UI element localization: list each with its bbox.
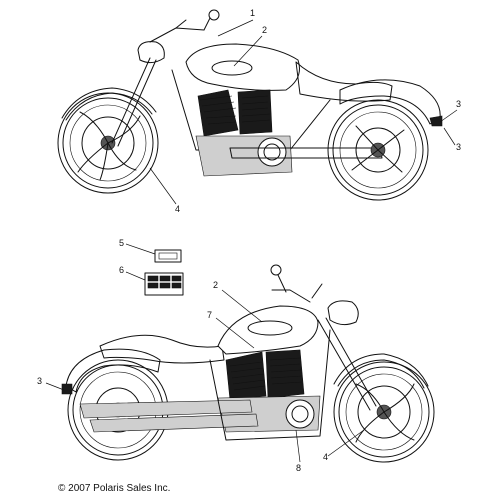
bottom-tail-light	[61, 383, 73, 395]
bottom-handlebar	[271, 283, 323, 303]
copyright-notice: © 2007 Polaris Sales Inc.	[58, 483, 171, 494]
top-front-fork	[111, 57, 157, 147]
callout-6: 6	[119, 265, 124, 275]
top-exhaust	[229, 147, 383, 159]
bottom-callout-7: 7	[207, 310, 212, 320]
top-seat	[295, 61, 393, 102]
top-callout-3a: 3	[456, 99, 461, 109]
bottom-motorcycle-illustration	[45, 264, 435, 463]
top-callout-2: 2	[262, 25, 267, 35]
bottom-headlight	[327, 300, 359, 326]
top-motorcycle-illustration	[57, 9, 458, 205]
bottom-callout-3: 3	[37, 376, 42, 386]
bottom-front-fender	[333, 353, 429, 387]
bottom-fuel-tank	[217, 305, 319, 355]
top-rear-wheel	[327, 99, 429, 201]
bottom-exhaust-lower	[89, 413, 259, 433]
bottom-front-wheel	[333, 361, 435, 463]
bottom-callout-4: 4	[323, 452, 328, 462]
top-callout-1: 1	[250, 8, 255, 18]
bottom-exhaust-upper	[79, 399, 253, 419]
top-handlebar	[149, 19, 205, 43]
top-headlight	[137, 41, 165, 64]
top-callout-3b: 3	[456, 142, 461, 152]
callout-5: 5	[119, 238, 124, 248]
bottom-seat	[99, 334, 225, 364]
top-callout-4: 4	[175, 204, 180, 214]
decal-5	[125, 243, 182, 263]
decal-6	[125, 271, 184, 296]
bottom-rear-fender	[65, 348, 161, 393]
top-tail-light	[429, 115, 443, 127]
bottom-callout-2: 2	[213, 280, 218, 290]
top-engine	[195, 89, 293, 177]
top-front-fender	[61, 87, 157, 119]
bottom-callout-8: 8	[296, 463, 301, 473]
top-fuel-tank	[185, 43, 300, 91]
top-front-wheel	[57, 92, 159, 194]
